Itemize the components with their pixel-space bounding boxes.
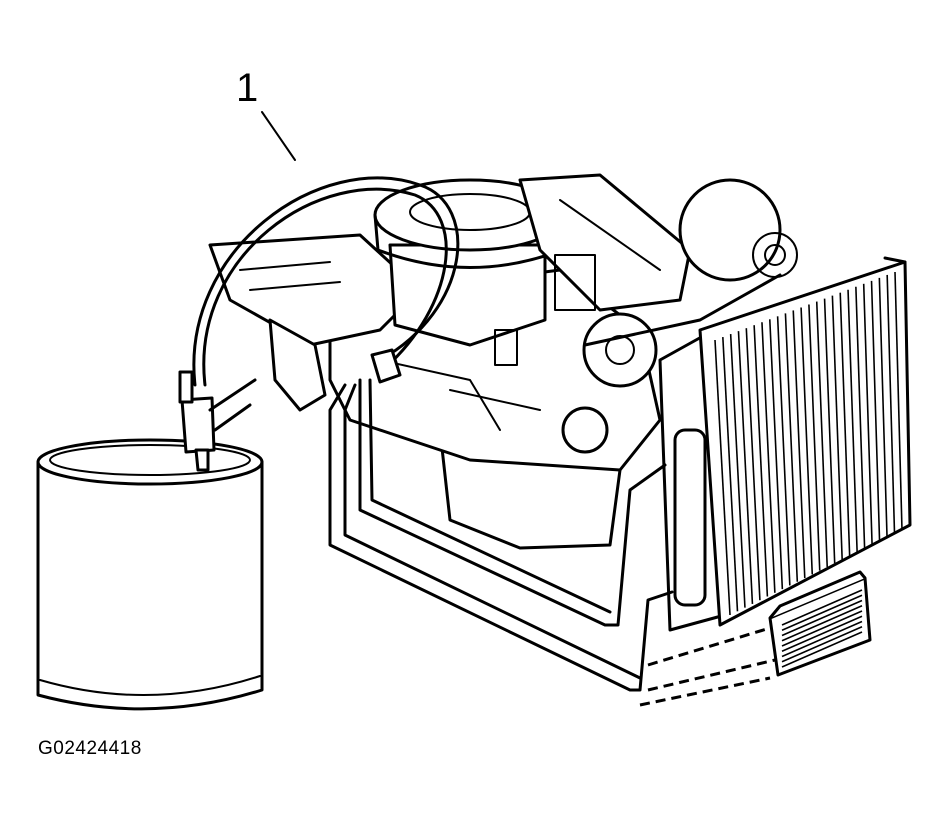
cooler-lines	[328, 378, 776, 707]
callout-label-1: 1	[236, 66, 259, 110]
oil-cooler-icon	[768, 570, 872, 677]
bucket-icon	[36, 370, 264, 711]
hose-icon	[192, 111, 460, 387]
figure-id: G02424418	[38, 738, 142, 759]
radiator-icon	[658, 256, 912, 632]
